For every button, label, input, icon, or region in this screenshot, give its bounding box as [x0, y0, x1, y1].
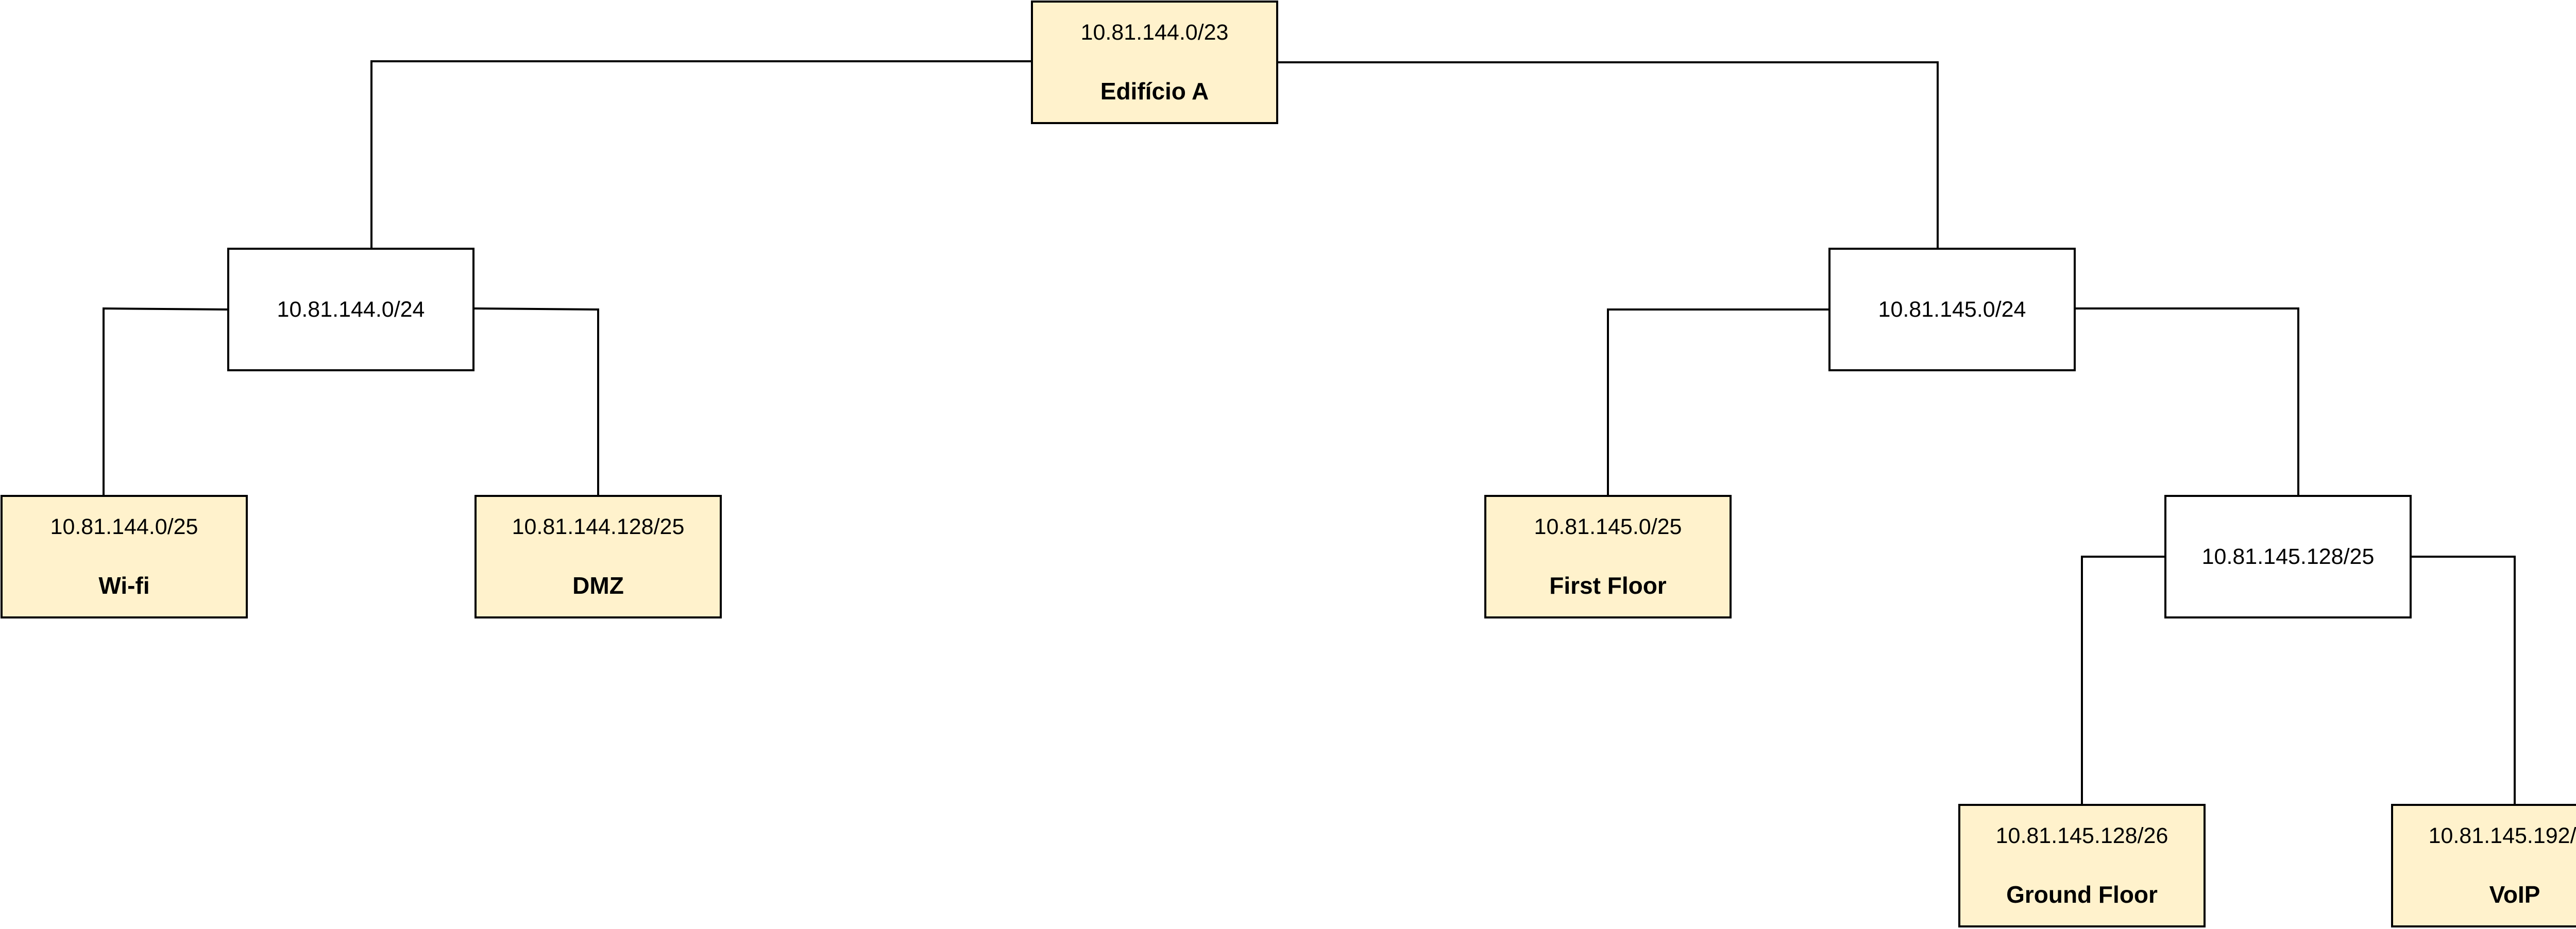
node-subnet-144-24: 10.81.144.0/24 [227, 248, 474, 371]
node-cidr: 10.81.145.128/25 [2201, 544, 2375, 569]
node-wifi: 10.81.144.0/25 Wi-fi [1, 495, 248, 618]
node-name: Wi-fi [98, 572, 150, 599]
node-subnet-145-24: 10.81.145.0/24 [1828, 248, 2076, 371]
node-cidr: 10.81.145.0/25 [1534, 514, 1682, 539]
node-edificio-a: 10.81.144.0/23 Edifício A [1031, 1, 1278, 124]
node-name: First Floor [1549, 572, 1667, 599]
node-cidr: 10.81.145.0/24 [1878, 297, 2026, 322]
edge-r1-r2 [2076, 307, 2299, 495]
node-subnet-145-128-25: 10.81.145.128/25 [2164, 495, 2412, 618]
edge-l1-dmz [474, 307, 599, 495]
node-cidr: 10.81.144.0/23 [1080, 20, 1229, 45]
edge-root-r1 [1278, 61, 1939, 248]
edge-r2-ground [2081, 556, 2164, 804]
edge-r2-voip [2412, 556, 2516, 804]
edge-root-l1 [370, 60, 1031, 248]
node-ground-floor: 10.81.145.128/26 Ground Floor [1958, 804, 2206, 927]
node-voip: 10.81.145.192/26 VoIP [2391, 804, 2576, 927]
node-name: Edifício A [1100, 78, 1209, 105]
node-name: DMZ [572, 572, 624, 599]
node-dmz: 10.81.144.128/25 DMZ [474, 495, 722, 618]
node-cidr: 10.81.144.128/25 [512, 514, 685, 539]
node-cidr: 10.81.144.0/24 [277, 297, 425, 322]
node-cidr: 10.81.144.0/25 [50, 514, 198, 539]
node-name: VoIP [2489, 881, 2540, 908]
node-cidr: 10.81.145.192/26 [2428, 823, 2576, 848]
node-cidr: 10.81.145.128/26 [1995, 823, 2168, 848]
node-first-floor: 10.81.145.0/25 First Floor [1484, 495, 1732, 618]
edge-r1-first [1607, 308, 1828, 495]
edge-l1-wifi [103, 307, 228, 495]
node-name: Ground Floor [2006, 881, 2158, 908]
